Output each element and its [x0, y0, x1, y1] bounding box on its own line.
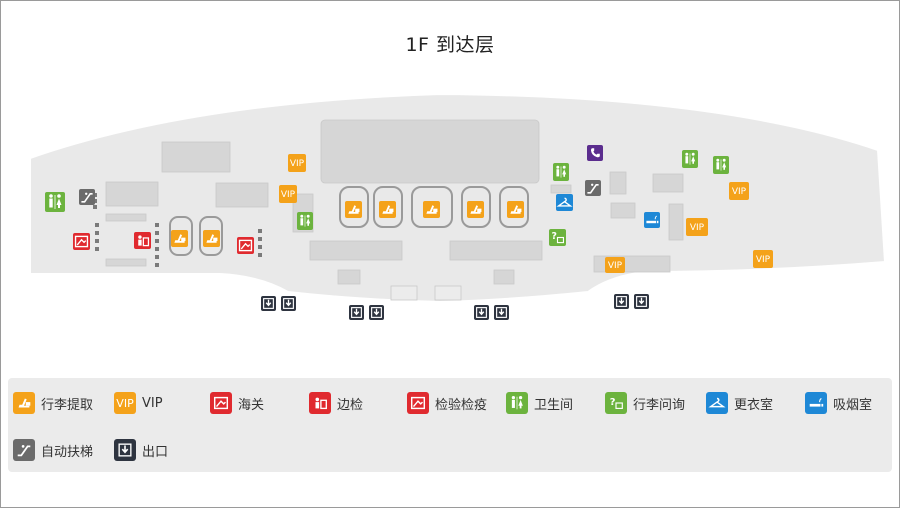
legend-label: VIP — [142, 395, 163, 411]
vip-icon: VIP — [114, 392, 136, 414]
svg-text:VIP: VIP — [608, 261, 623, 271]
legend-item-restroom: 卫生间 — [506, 391, 573, 415]
legend-label: 吸烟室 — [833, 397, 873, 413]
floor-map: ? — [29, 92, 887, 320]
baggage-inquiry-icon — [549, 229, 566, 246]
legend-item-exit: 出口 — [114, 438, 168, 462]
exit-icon — [114, 439, 136, 461]
baggage-claim-icon — [379, 201, 396, 218]
border-control-icon — [309, 392, 331, 414]
legend-item-smoking: 吸烟室 — [805, 391, 872, 415]
vip-icon: VIP — [753, 250, 773, 268]
vip-icon: VIP — [686, 218, 708, 236]
smoking-room-icon — [644, 212, 660, 228]
baggage-claim-icon — [423, 201, 440, 218]
customs-icon — [210, 392, 232, 414]
legend-label: 行李提取 — [41, 397, 94, 413]
escalator-icon — [79, 189, 95, 205]
inspection-markers — [73, 232, 254, 254]
legend-item-border: 边检 — [309, 391, 363, 415]
exit-markers — [261, 294, 649, 320]
legend-label: 行李问询 — [633, 397, 686, 413]
baggage-inquiry-icon — [605, 392, 627, 414]
baggage-claim-icon — [345, 201, 362, 218]
quarantine-icon — [237, 237, 254, 254]
restroom-icon — [553, 163, 569, 181]
exit-icon — [614, 294, 629, 309]
legend-label: 卫生间 — [534, 397, 574, 413]
exit-icon — [494, 305, 509, 320]
vip-icon: VIP — [605, 257, 625, 273]
escalator-icon — [13, 439, 35, 461]
restroom-icon — [297, 212, 313, 230]
svg-text:VIP: VIP — [756, 255, 771, 265]
legend-item-inquiry: 行李问询 — [605, 391, 685, 415]
floor-title: 1F 到达层 — [405, 34, 495, 56]
legend-label: 更衣室 — [734, 397, 774, 413]
vip-icon: VIP — [729, 182, 749, 200]
legend-item-escalator: 自动扶梯 — [13, 438, 93, 462]
exit-icon — [281, 296, 296, 311]
legend-item-customs: 海关 — [210, 391, 264, 415]
svg-text:VIP: VIP — [281, 190, 296, 200]
border-control-icon — [134, 232, 151, 249]
exit-icon — [349, 305, 364, 320]
baggage-claim-markers — [171, 201, 524, 247]
restroom-markers — [45, 150, 729, 230]
legend-label: 检验检疫 — [435, 397, 488, 413]
exit-icon — [261, 296, 276, 311]
building-blocks — [105, 119, 684, 301]
svg-text:VIP: VIP — [290, 159, 305, 169]
exit-icon — [369, 305, 384, 320]
legend-item-vip: VIP VIP — [114, 391, 163, 415]
legend-item-quarantine: 检验检疫 — [407, 391, 487, 415]
vip-markers: VIP VIP VIP VIP VIP VIP — [279, 154, 773, 273]
dressing-room-icon — [556, 194, 573, 211]
smoking-room-icon — [805, 392, 827, 414]
baggage-claim-icon — [467, 201, 484, 218]
legend-label: 海关 — [238, 397, 265, 413]
restroom-icon — [682, 150, 698, 168]
legend-item-dressing: 更衣室 — [706, 391, 773, 415]
legend-label: 边检 — [337, 397, 364, 413]
misc-markers — [79, 145, 660, 246]
restroom-icon — [506, 392, 528, 414]
restroom-icon — [45, 192, 65, 212]
baggage-claim-icon — [13, 392, 35, 414]
escalator-icon — [585, 180, 601, 196]
restroom-icon — [713, 156, 729, 174]
baggage-claim-icon — [171, 230, 188, 247]
legend-label: 出口 — [142, 444, 169, 460]
phone-icon — [587, 145, 603, 161]
vip-icon: VIP — [288, 154, 306, 172]
exit-icon — [474, 305, 489, 320]
map-legend: 行李提取 VIP VIP 海关 边检 检验检疫 卫生间 行李问询 更衣室 吸烟室… — [8, 378, 892, 472]
exit-icon — [634, 294, 649, 309]
legend-label: 自动扶梯 — [41, 444, 94, 460]
baggage-claim-icon — [203, 230, 220, 247]
vip-icon: VIP — [279, 185, 297, 203]
svg-text:VIP: VIP — [690, 223, 705, 233]
dressing-room-icon — [706, 392, 728, 414]
svg-text:VIP: VIP — [732, 187, 747, 197]
customs-icon — [73, 233, 90, 250]
legend-item-baggage: 行李提取 — [13, 391, 93, 415]
quarantine-icon — [407, 392, 429, 414]
baggage-claim-icon — [507, 201, 524, 218]
